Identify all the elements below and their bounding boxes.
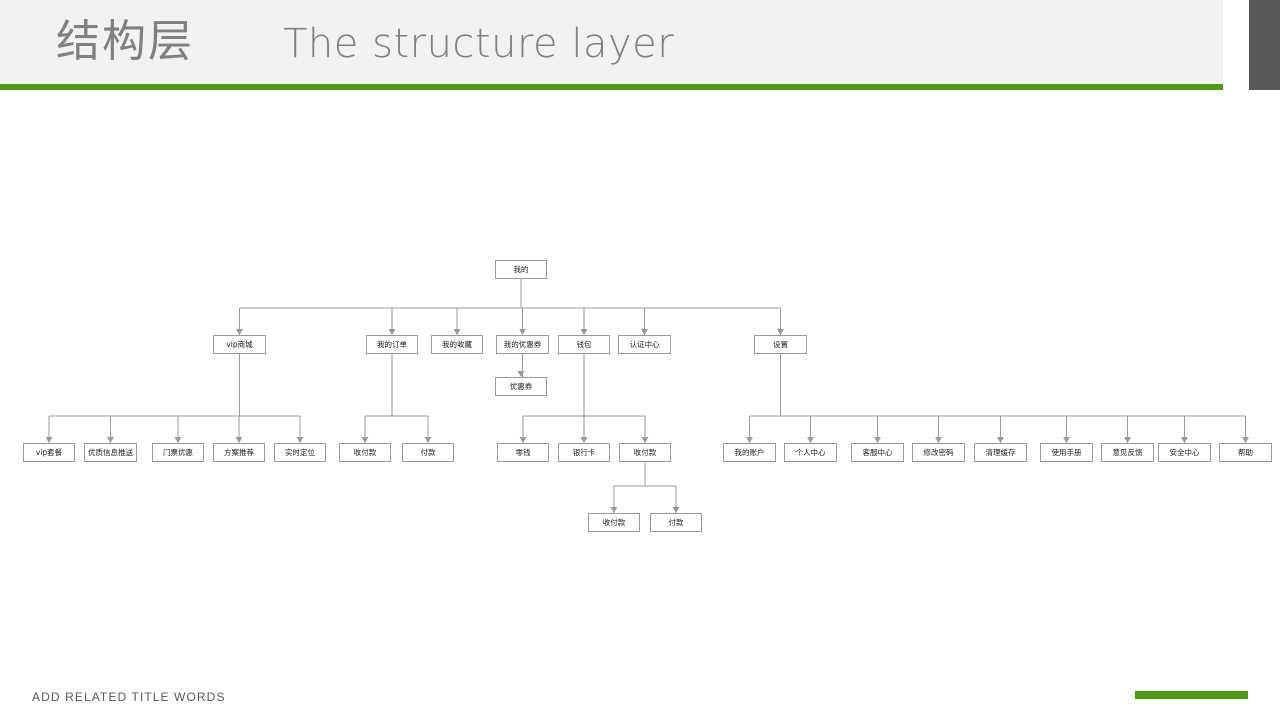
diagram-node-label: 付款 [668,517,684,527]
diagram-node-v5: 实时定位 [274,443,326,462]
diagram-node-label: 零钱 [515,447,531,457]
diagram-node-label: 安全中心 [1169,447,1200,457]
diagram-node-root: 我的 [495,260,547,279]
diagram-node-l1-3: 我的收藏 [431,335,483,354]
diagram-node-l1-5: 钱包 [558,335,610,354]
diagram-node-v2: 优质信息推送 [84,443,137,462]
header-accent-rule [0,84,1223,90]
slide-header-band [0,0,1223,86]
diagram-node-v4: 方案推荐 [213,443,265,462]
diagram-node-s9: 帮助 [1219,443,1272,462]
diagram-node-p1: 收付款 [588,513,640,532]
diagram-node-label: 我的收藏 [442,339,472,349]
diagram-node-label: 实时定位 [285,447,315,457]
diagram-node-l1-2: 我的订单 [366,335,418,354]
page-title-cn: 结构层 [56,16,194,67]
diagram-node-label: 我的账户 [734,447,765,457]
diagram-node-label: 客服中心 [862,447,893,457]
diagram-node-label: 我的 [513,264,529,274]
diagram-node-label: 收付款 [602,517,626,527]
diagram-node-label: 我的优惠券 [503,339,542,349]
diagram-node-s8: 安全中心 [1158,443,1211,462]
diagram-node-v1: vip套餐 [23,443,75,462]
diagram-node-label: 收付款 [633,447,657,457]
diagram-node-label: 意见反馈 [1112,447,1143,457]
diagram-node-w2: 银行卡 [558,443,610,462]
diagram-node-label: 门票优惠 [163,447,193,457]
diagram-node-s6: 使用手册 [1040,443,1093,462]
diagram-node-o2: 付款 [402,443,454,462]
footer-accent-bar [1135,691,1248,699]
diagram-node-label: 认证中心 [629,339,660,349]
diagram-node-s4: 修改密码 [912,443,965,462]
diagram-node-w3: 收付款 [619,443,671,462]
footer-label: ADD RELATED TITLE WORDS [32,690,226,704]
diagram-node-label: 优惠券 [509,381,533,391]
diagram-node-s2: 个人中心 [784,443,837,462]
diagram-node-s7: 意见反馈 [1101,443,1154,462]
diagram-node-label: 修改密码 [923,447,954,457]
diagram-node-label: 我的订单 [377,339,407,349]
diagram-node-label: 优质信息推送 [88,447,133,457]
diagram-node-label: 使用手册 [1051,447,1082,457]
diagram-node-w1: 零钱 [497,443,549,462]
diagram-node-label: vip套餐 [35,447,63,457]
diagram-node-label: 方案推荐 [224,447,254,457]
diagram-node-label: 钱包 [576,339,592,349]
diagram-node-s1: 我的账户 [723,443,776,462]
diagram-node-l2-coupon: 优惠券 [495,377,547,396]
diagram-node-s5: 清理缓存 [974,443,1027,462]
diagram-node-l1-7: 设置 [754,335,807,354]
diagram-node-label: 帮助 [1238,447,1253,457]
diagram-node-s3: 客服中心 [851,443,904,462]
diagram-node-l1-1: vip商城 [213,335,266,354]
diagram-node-label: vip商城 [226,339,253,349]
header-right-tab [1249,0,1280,90]
diagram-node-label: 收付款 [353,447,377,457]
diagram-node-l1-4: 我的优惠券 [496,335,549,354]
diagram-node-o1: 收付款 [339,443,391,462]
diagram-node-label: 银行卡 [572,447,596,457]
diagram-node-l1-6: 认证中心 [618,335,671,354]
page-title-en: The structure layer [283,21,675,67]
diagram-node-label: 清理缓存 [985,447,1016,457]
diagram-node-label: 个人中心 [795,447,826,457]
diagram-node-v3: 门票优惠 [152,443,204,462]
diagram-node-p2: 付款 [650,513,702,532]
diagram-node-label: 付款 [420,447,436,457]
diagram-node-label: 设置 [773,339,788,349]
